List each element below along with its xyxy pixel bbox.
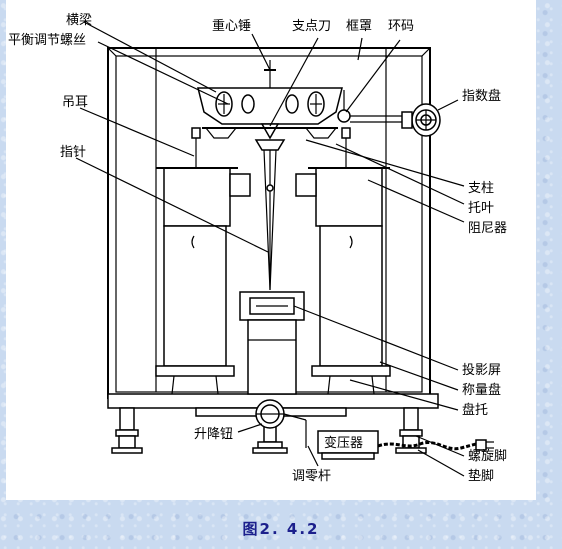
crossbeam (197, 60, 343, 151)
diagram-panel: 横梁 平衡调节螺丝 重心锤 支点刀 框罩 环码 吊耳 指数盘 指针 支柱 托叶 … (6, 0, 536, 500)
label-crossbeam: 横梁 (66, 13, 92, 28)
ring-weight-mechanism (337, 90, 406, 123)
label-zero-rod: 调零杆 (292, 469, 331, 484)
left-foot (111, 407, 143, 454)
lift-knob (255, 399, 307, 448)
transformer-box (317, 430, 379, 460)
left-column (155, 127, 251, 395)
label-pad-foot: 垫脚 (468, 468, 494, 484)
label-pan-support: 盘托 (462, 402, 488, 418)
leader-lines (75, 21, 465, 477)
balance-diagram: 横梁 平衡调节螺丝 重心锤 支点刀 框罩 环码 吊耳 指数盘 指针 支柱 托叶 … (8, 13, 507, 484)
label-bracket: 托叶 (468, 201, 494, 216)
label-frame-cover: 框罩 (346, 19, 372, 34)
label-hanger: 吊耳 (62, 95, 88, 110)
label-balance-screw: 平衡调节螺丝 (8, 33, 86, 48)
label-projection-screen: 投影屏 (462, 362, 501, 378)
label-ring-weight: 环码 (388, 19, 414, 34)
index-dial (401, 103, 441, 137)
label-pointer: 指针 (60, 145, 86, 160)
label-lift-knob: 升降钮 (194, 427, 233, 442)
label-dial: 指数盘 (462, 88, 501, 104)
label-counterweight: 重心锤 (212, 18, 251, 34)
right-column (295, 127, 391, 395)
label-screw-foot: 螺旋脚 (468, 448, 507, 464)
label-knife-edge: 支点刀 (292, 19, 331, 34)
label-transformer: 变压器 (324, 435, 363, 451)
figure-caption: 图2. 4.2 (242, 520, 320, 538)
pointer (263, 149, 277, 291)
label-weighing-pan: 称量盘 (462, 382, 501, 398)
label-damper: 阻尼器 (468, 221, 507, 236)
central-column (239, 291, 305, 395)
label-pillar: 支柱 (468, 181, 494, 196)
power-cord (377, 441, 477, 451)
